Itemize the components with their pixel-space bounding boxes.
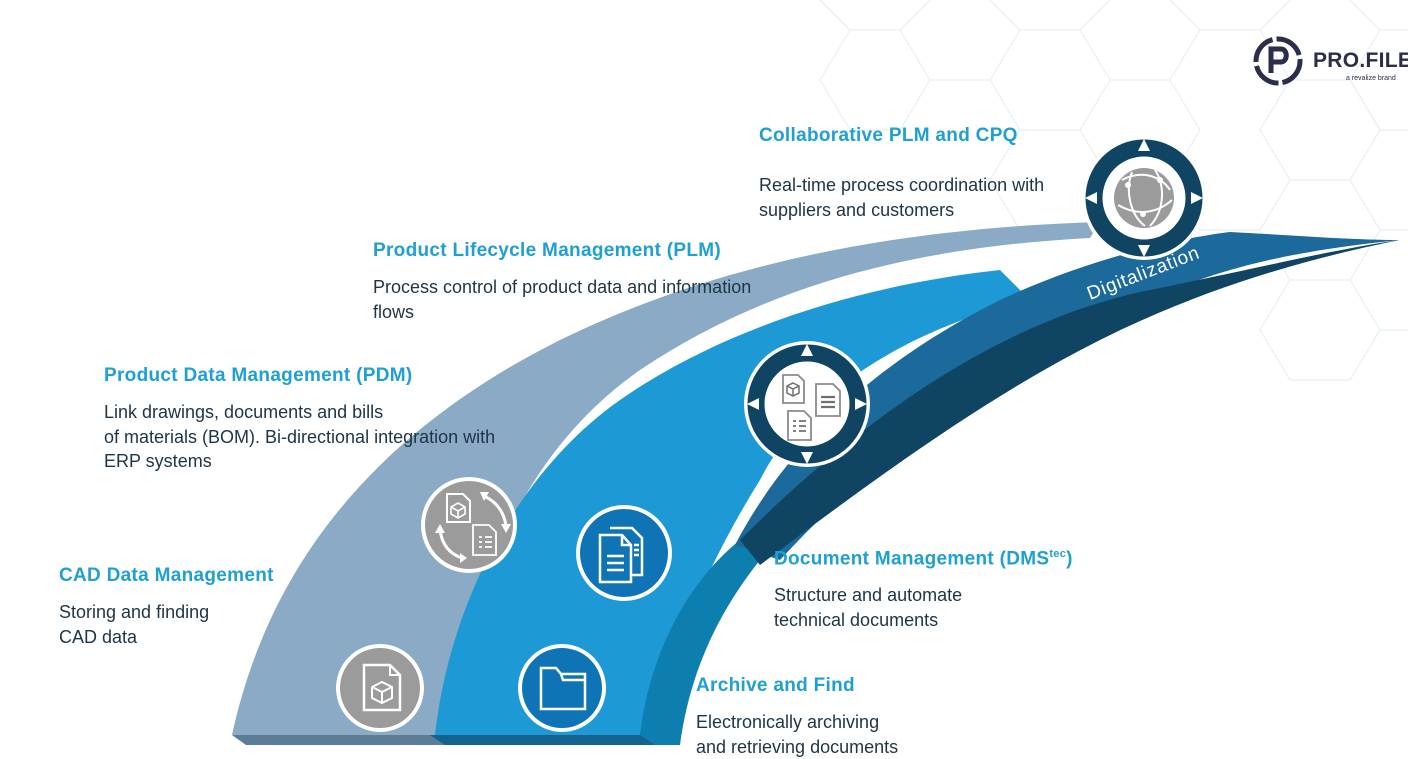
lifecycle-documents-icon	[744, 341, 870, 467]
desc-line: of materials (BOM). Bi-directional integ…	[104, 426, 496, 447]
band-blue-archive-dms	[435, 270, 1030, 735]
desc-line: Storing and finding	[59, 602, 210, 622]
band-grey-cad-pdm-plm	[232, 222, 1100, 735]
desc-line: Link drawings, documents and bills	[104, 402, 384, 422]
stage-desc-plm: Process control of product data and info…	[373, 275, 751, 324]
stage-title-collaborative-plm: Collaborative PLM and CPQ	[759, 125, 1018, 146]
desc-line: CAD data	[59, 626, 138, 647]
stage-title-plm: Product Lifecycle Management (PLM)	[373, 240, 722, 261]
band-teal-edge	[640, 540, 760, 745]
desc-line: flows	[373, 301, 415, 322]
globe-network-icon	[1082, 136, 1206, 260]
desc-line: suppliers and customers	[759, 199, 955, 220]
stage-desc-cad: Storing and finding CAD data	[59, 600, 209, 649]
desc-line: and retrieving documents	[696, 736, 899, 757]
desc-line: Structure and automate	[774, 585, 963, 605]
sync-documents-icon	[421, 477, 517, 573]
brand-tagline: a revalize brand	[1346, 75, 1396, 82]
stage-title-pdm: Product Data Management (PDM)	[104, 365, 413, 386]
stage-desc-archive: Electronically archiving and retrieving …	[696, 710, 898, 759]
stage-title-dms: Document Management (DMStec)	[774, 548, 1073, 570]
stage-desc-pdm: Link drawings, documents and bills of ma…	[104, 400, 495, 474]
desc-line: technical documents	[774, 609, 939, 630]
title-main: Document Management (DMS	[774, 548, 1050, 570]
documents-stack-icon	[576, 505, 672, 601]
folder-icon	[518, 644, 606, 732]
profile-logo: PRO.FILE a revalize brand	[1252, 35, 1408, 95]
stage-title-cad: CAD Data Management	[59, 565, 274, 586]
stage-title-archive: Archive and Find	[696, 675, 855, 696]
brand-name: PRO.FILE	[1313, 49, 1408, 72]
title-end: )	[1066, 548, 1073, 570]
cad-file-icon	[336, 644, 424, 732]
stage-desc-collaborative-plm: Real-time process coordination with supp…	[759, 173, 1044, 222]
stage-desc-dms: Structure and automate technical documen…	[774, 583, 962, 632]
desc-line: Process control of product data and info…	[373, 277, 752, 297]
desc-line: Electronically archiving	[696, 712, 880, 732]
title-superscript: tec	[1049, 548, 1067, 560]
desc-line: Real-time process coordination with	[759, 175, 1045, 195]
desc-line: ERP systems	[104, 451, 212, 471]
profile-p-icon	[1253, 36, 1303, 86]
band-blue-shadow	[430, 735, 670, 745]
band-base-shadow	[232, 735, 470, 745]
